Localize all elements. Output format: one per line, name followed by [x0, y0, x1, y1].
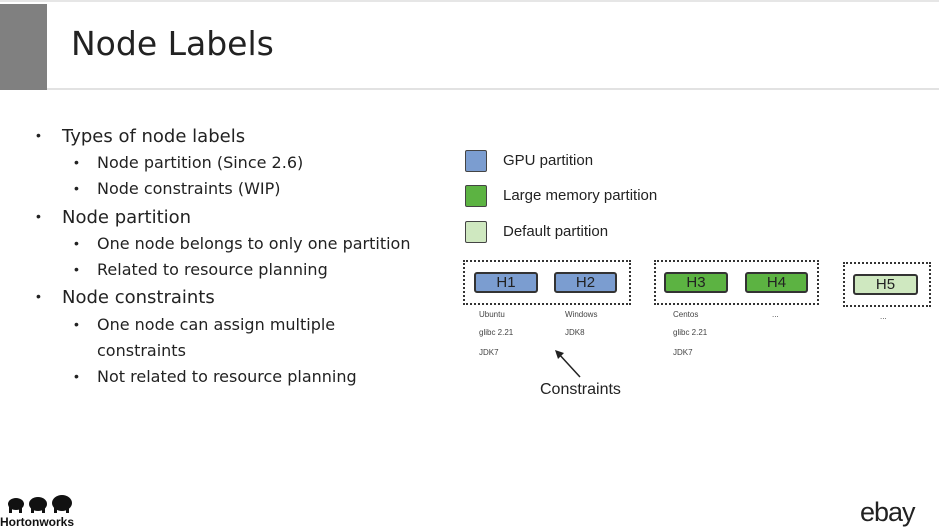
bullet-icon: • — [74, 316, 79, 332]
bullet-item: Related to resource planning — [97, 260, 328, 279]
bullet-item: Types of node labels — [62, 126, 246, 147]
bullet-icon: • — [36, 288, 41, 304]
constraint-label: ... — [880, 312, 887, 321]
constraints-annotation: Constraints — [540, 381, 621, 398]
constraint-label: Windows — [565, 310, 598, 319]
arrow-icon — [555, 350, 581, 378]
header-accent-bar — [0, 4, 47, 90]
bullet-item: Node partition (Since 2.6) — [97, 153, 304, 172]
bullet-icon: • — [74, 368, 79, 384]
node-h4: H4 — [745, 272, 808, 293]
constraint-label: glibc 2.21 — [479, 328, 514, 337]
node-h5: H5 — [853, 274, 918, 295]
constraint-label: ... — [772, 310, 779, 319]
bullet-icon: • — [36, 208, 41, 224]
bullet-icon: • — [74, 261, 79, 277]
slide-title: Node Labels — [71, 24, 274, 63]
bullet-item-continued: constraints — [97, 341, 186, 360]
gpu-swatch — [465, 150, 487, 172]
bullet-item: One node belongs to only one partition — [97, 234, 411, 253]
node-h3: H3 — [664, 272, 728, 293]
bullet-item: Node constraints (WIP) — [97, 179, 281, 198]
large-memory-partition-group — [654, 260, 819, 305]
constraint-label: glibc 2.21 — [673, 328, 708, 337]
constraint-label: Centos — [673, 310, 699, 319]
legend-label: GPU partition — [503, 152, 594, 169]
default-swatch — [465, 221, 487, 243]
bullet-icon: • — [74, 180, 79, 196]
slide-header: Node Labels — [0, 0, 939, 90]
bullet-item: Node constraints — [62, 287, 215, 308]
default-partition-group — [843, 262, 931, 307]
constraint-label: Ubuntu — [479, 310, 505, 319]
elephants-icon — [8, 495, 72, 513]
bullet-icon: • — [74, 154, 79, 170]
large-memory-swatch — [465, 185, 487, 207]
bullet-item: Node partition — [62, 207, 192, 228]
bullet-icon: • — [74, 235, 79, 251]
bullet-item: One node can assign multiple — [97, 315, 336, 334]
constraint-label: JDK8 — [565, 328, 585, 337]
hortonworks-logo: Hortonworks — [0, 493, 100, 529]
bullet-icon: • — [36, 127, 41, 143]
node-h2: H2 — [554, 272, 617, 293]
hortonworks-wordmark: Hortonworks — [0, 515, 75, 529]
node-h1: H1 — [474, 272, 538, 293]
constraint-label: JDK7 — [673, 348, 693, 357]
legend-label: Large memory partition — [503, 187, 658, 204]
legend-label: Default partition — [503, 223, 609, 240]
bullet-item: Not related to resource planning — [97, 367, 357, 386]
gpu-partition-group — [463, 260, 631, 305]
constraint-label: JDK7 — [479, 348, 499, 357]
ebay-logo: ebay — [860, 497, 916, 527]
